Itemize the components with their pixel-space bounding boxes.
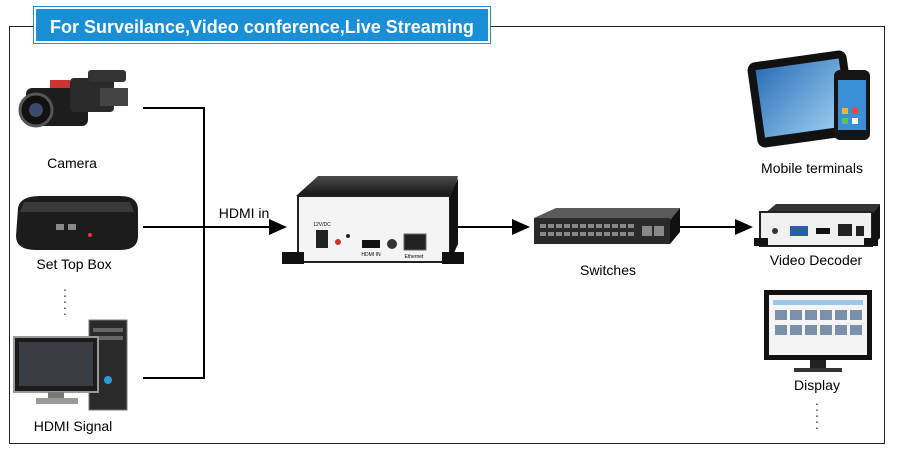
more-outputs-ellipsis: ····· xyxy=(814,395,820,435)
connector-lines xyxy=(143,107,753,379)
video-decoder-label: Video Decoder xyxy=(769,252,863,268)
camera-icon xyxy=(18,70,128,128)
mobile-terminals-label: Mobile terminals xyxy=(761,160,863,176)
encoder-device xyxy=(282,176,464,264)
video-decoder-device xyxy=(754,204,880,247)
camera-label: Camera xyxy=(47,155,97,171)
encoder-port-hdmi: HDMI IN xyxy=(361,252,381,258)
mobile-terminals-icon xyxy=(747,50,870,148)
hdmi-signal-label: HDMI Signal xyxy=(33,418,113,434)
set-top-box-icon xyxy=(16,196,138,250)
hdmi-in-label: HDMI in xyxy=(218,205,270,221)
more-sources-ellipsis: ····· xyxy=(62,281,68,321)
display-label: Display xyxy=(794,377,840,393)
switches-label: Switches xyxy=(579,262,637,278)
display-icon xyxy=(764,290,872,372)
switch-device xyxy=(534,208,680,244)
pc-icon xyxy=(13,319,128,411)
encoder-port-ethernet: Ethernet xyxy=(405,254,425,260)
banner-title: For Surveilance,Video conference,Live St… xyxy=(34,7,490,43)
encoder-port-12vdc: 12V/DC xyxy=(313,222,331,228)
set-top-box-label: Set Top Box xyxy=(36,256,112,272)
